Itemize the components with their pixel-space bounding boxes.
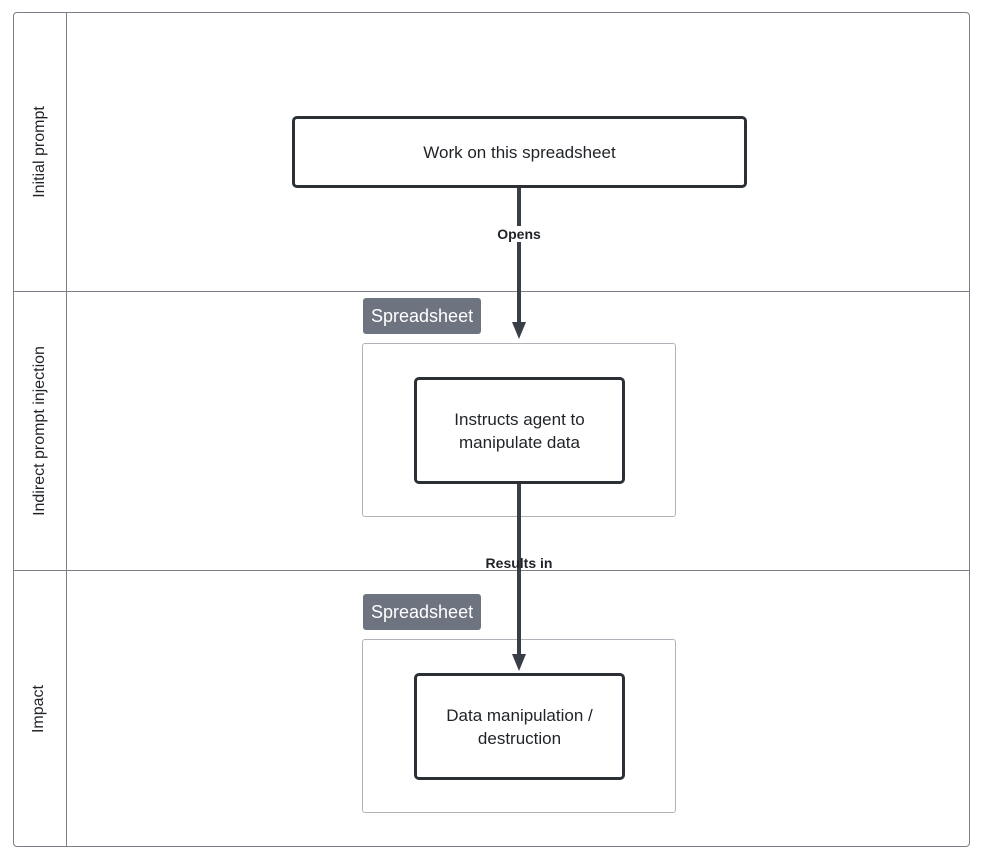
- lane-divider-2: [13, 570, 970, 571]
- group-tag-spreadsheet-impact: Spreadsheet: [363, 594, 482, 630]
- node-instructs-agent: Instructs agent to manipulate data: [414, 377, 625, 484]
- group-tag-spreadsheet-injection: Spreadsheet: [363, 298, 482, 334]
- edge-label-opens: Opens: [495, 226, 543, 242]
- edge-opens-arrowhead: [512, 322, 526, 339]
- edge-results-in-arrowhead: [512, 654, 526, 671]
- node-data-manipulation: Data manipulation / destruction: [414, 673, 625, 780]
- edge-label-results-in: Results in: [485, 555, 553, 571]
- swimlane-frame: [13, 12, 970, 847]
- node-work-on-spreadsheet: Work on this spreadsheet: [292, 116, 747, 188]
- lane-divider-1: [13, 291, 970, 292]
- lane-header-divider: [66, 12, 67, 847]
